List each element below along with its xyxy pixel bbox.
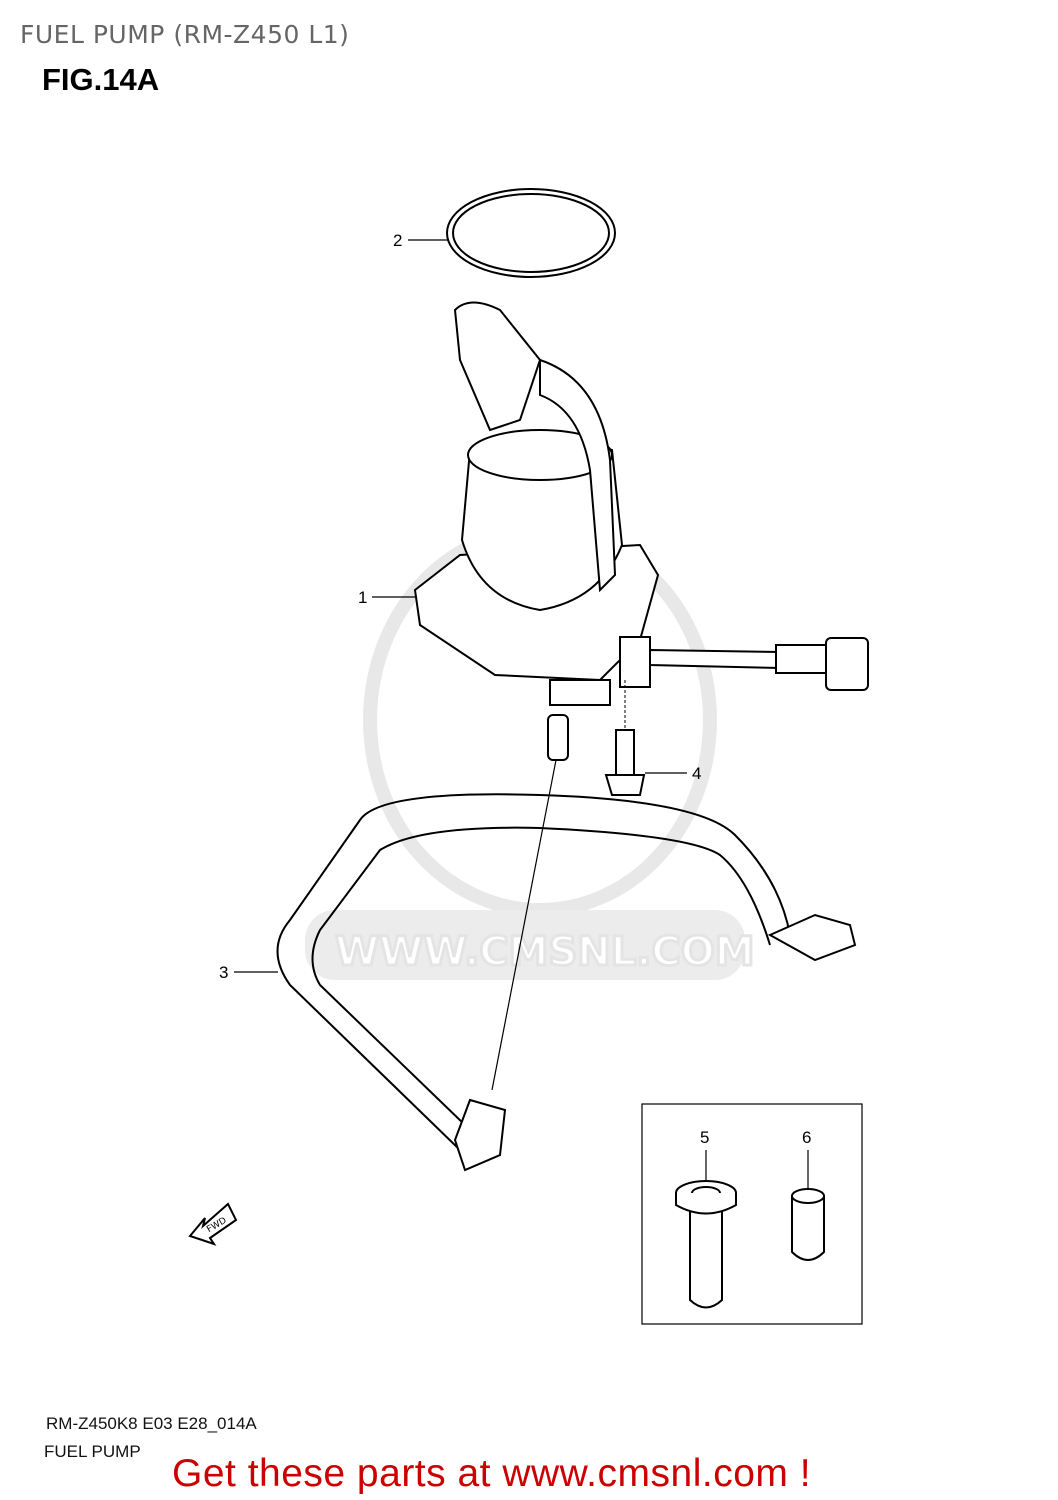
diagram-name: FUEL PUMP [44, 1442, 141, 1461]
promo-link[interactable]: Get these parts at www.cmsnl.com ! [172, 1452, 812, 1495]
page-title: FUEL PUMP (RM-Z450 L1) [20, 20, 350, 49]
part-3-fuel-hose[interactable] [276, 793, 857, 1172]
part-6-cap[interactable] [791, 1188, 825, 1261]
diagram-code: RM-Z450K8 E03 E28_014A [46, 1414, 257, 1433]
part-label-1[interactable]: 1 [358, 588, 367, 607]
forward-arrow-icon [188, 1202, 238, 1246]
part-4-bolt[interactable] [604, 729, 646, 796]
part-5-grommet[interactable] [675, 1180, 737, 1309]
part-label-3[interactable]: 3 [219, 963, 228, 982]
parts-inset-box [641, 1103, 863, 1325]
part-label-4[interactable]: 4 [692, 764, 701, 783]
part-label-6[interactable]: 6 [802, 1128, 811, 1147]
svg-text:WWW.CMSNL.COM: WWW.CMSNL.COM [335, 929, 755, 975]
part-1-fuel-pump[interactable] [413, 301, 869, 761]
part-2-o-ring[interactable] [446, 188, 616, 278]
watermark-logo: WWW.CMSNL.COM [305, 523, 756, 980]
figure-number: FIG.14A [42, 62, 160, 97]
part-label-5[interactable]: 5 [700, 1128, 709, 1147]
part-label-2[interactable]: 2 [393, 231, 402, 250]
